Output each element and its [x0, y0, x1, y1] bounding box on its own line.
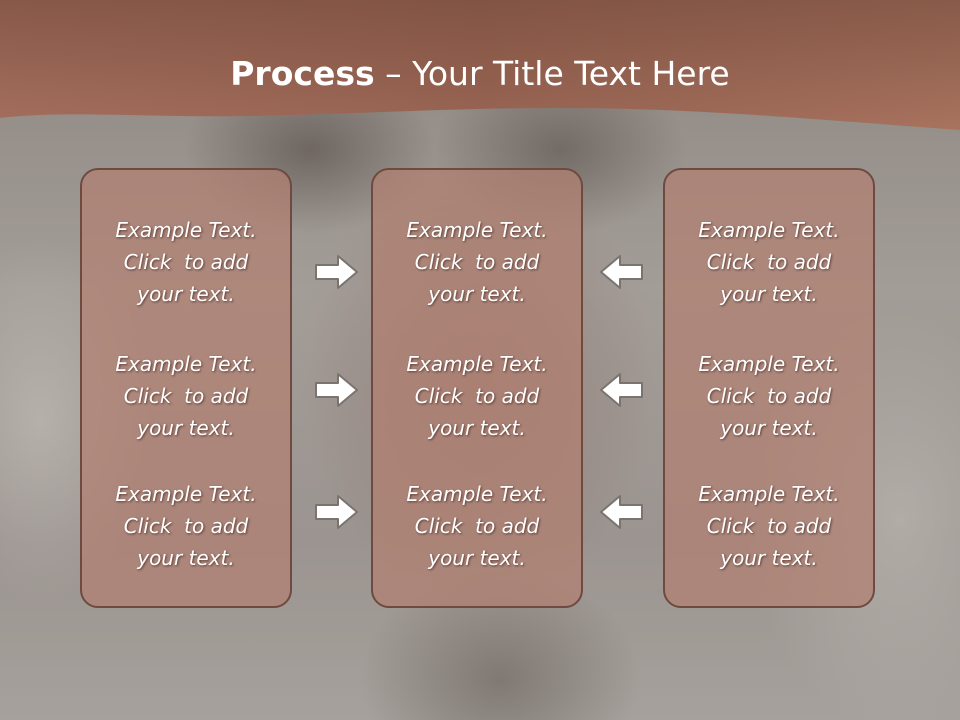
- arrow-right-icon: [315, 373, 358, 407]
- panel-text-block[interactable]: Example Text. Click to add your text.: [82, 214, 290, 310]
- header-band: [0, 0, 960, 130]
- arrow-right-icon: [315, 255, 358, 289]
- arrow-left-icon: [600, 255, 643, 289]
- text-line: your text.: [720, 546, 818, 570]
- title-rest: – Your Title Text Here: [374, 54, 730, 93]
- text-line: Click to add: [706, 250, 832, 274]
- process-panel-left[interactable]: Example Text. Click to add your text. Ex…: [80, 168, 292, 608]
- text-line: your text.: [137, 282, 235, 306]
- text-line: Click to add: [414, 384, 540, 408]
- text-line: Example Text.: [406, 352, 548, 376]
- panel-text-block[interactable]: Example Text. Click to add your text.: [82, 348, 290, 444]
- text-line: your text.: [720, 282, 818, 306]
- text-line: Example Text.: [698, 218, 840, 242]
- text-line: Click to add: [414, 250, 540, 274]
- process-panel-right[interactable]: Example Text. Click to add your text. Ex…: [663, 168, 875, 608]
- arrow-left-icon: [600, 373, 643, 407]
- text-line: Example Text.: [115, 482, 257, 506]
- panel-text-block[interactable]: Example Text. Click to add your text.: [373, 214, 581, 310]
- process-panel-center[interactable]: Example Text. Click to add your text. Ex…: [371, 168, 583, 608]
- arrow-left-icon: [600, 495, 643, 529]
- panel-text-block[interactable]: Example Text. Click to add your text.: [665, 214, 873, 310]
- panel-text-block[interactable]: Example Text. Click to add your text.: [665, 478, 873, 574]
- text-line: Click to add: [123, 514, 249, 538]
- text-line: your text.: [720, 416, 818, 440]
- panel-text-block[interactable]: Example Text. Click to add your text.: [82, 478, 290, 574]
- text-line: Example Text.: [698, 352, 840, 376]
- text-line: Click to add: [123, 384, 249, 408]
- panel-text-block[interactable]: Example Text. Click to add your text.: [373, 478, 581, 574]
- text-line: your text.: [428, 282, 526, 306]
- text-line: Example Text.: [406, 482, 548, 506]
- text-line: your text.: [137, 416, 235, 440]
- text-line: Click to add: [706, 514, 832, 538]
- text-line: your text.: [428, 416, 526, 440]
- title-bold: Process: [230, 54, 375, 93]
- text-line: Example Text.: [698, 482, 840, 506]
- slide-title[interactable]: Process – Your Title Text Here: [0, 48, 960, 100]
- text-line: Example Text.: [115, 352, 257, 376]
- text-line: Example Text.: [406, 218, 548, 242]
- panel-text-block[interactable]: Example Text. Click to add your text.: [373, 348, 581, 444]
- text-line: your text.: [428, 546, 526, 570]
- text-line: Example Text.: [115, 218, 257, 242]
- text-line: Click to add: [706, 384, 832, 408]
- text-line: Click to add: [123, 250, 249, 274]
- text-line: Click to add: [414, 514, 540, 538]
- text-line: your text.: [137, 546, 235, 570]
- panel-text-block[interactable]: Example Text. Click to add your text.: [665, 348, 873, 444]
- arrow-right-icon: [315, 495, 358, 529]
